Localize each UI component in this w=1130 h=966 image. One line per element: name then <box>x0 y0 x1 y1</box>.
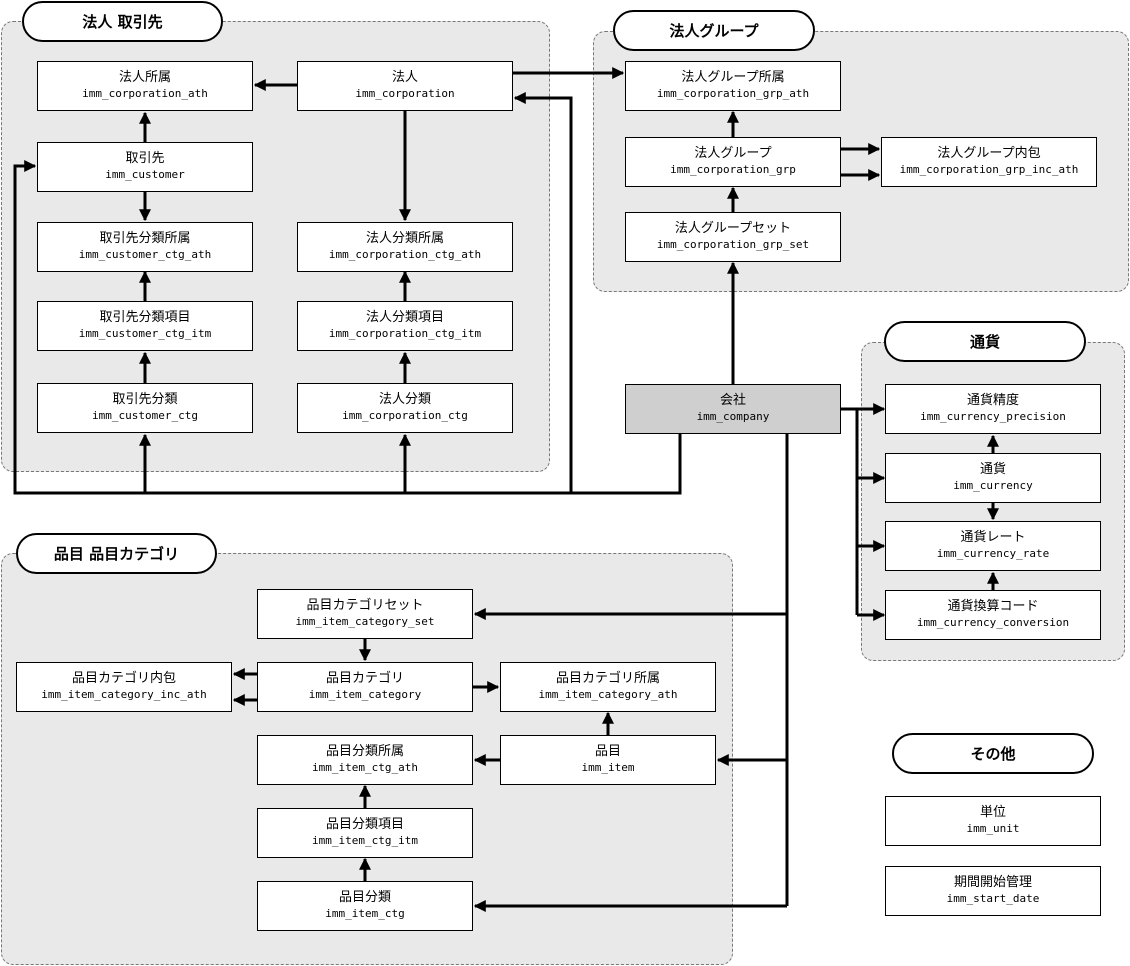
group-title-currency: 通貨 <box>884 321 1086 362</box>
node-table-name: imm_customer_ctg_itm <box>78 327 212 340</box>
node-jp-label: 品目カテゴリセット <box>306 598 424 613</box>
node-unit[interactable]: 単位 imm_unit <box>885 796 1101 846</box>
node-company[interactable]: 会社 imm_company <box>625 384 841 434</box>
node-start-date[interactable]: 期間開始管理 imm_start_date <box>885 866 1101 916</box>
node-table-name: imm_item_ctg_itm <box>312 834 418 847</box>
node-jp-label: 通貨レート <box>960 530 1026 545</box>
node-customer-ctg-ath[interactable]: 取引先分類所属 imm_customer_ctg_ath <box>37 222 253 272</box>
node-jp-label: 品目カテゴリ所属 <box>555 671 660 686</box>
node-jp-label: 品目分類項目 <box>325 817 404 832</box>
group-title-item: 品目 品目カテゴリ <box>16 533 217 574</box>
node-corporation-ath[interactable]: 法人所属 imm_corporation_ath <box>37 61 253 111</box>
node-item[interactable]: 品目 imm_item <box>500 735 716 785</box>
node-jp-label: 法人分類 <box>378 392 431 407</box>
node-currency-rate[interactable]: 通貨レート imm_currency_rate <box>885 521 1101 571</box>
node-corporation-grp-inc-ath[interactable]: 法人グループ内包 imm_corporation_grp_inc_ath <box>881 137 1097 187</box>
node-jp-label: 法人所属 <box>118 70 171 85</box>
node-corporation-grp[interactable]: 法人グループ imm_corporation_grp <box>625 137 841 187</box>
node-jp-label: 法人グループ所属 <box>681 70 785 85</box>
edge-company-bus <box>13 160 682 495</box>
node-table-name: imm_currency <box>953 479 1033 492</box>
node-jp-label: 品目カテゴリ内包 <box>71 671 176 686</box>
node-table-name: imm_item_category_ath <box>538 688 678 701</box>
node-table-name: imm_corporation_grp_set <box>656 238 810 251</box>
node-jp-label: 品目カテゴリ <box>325 671 404 686</box>
node-jp-label: 単位 <box>979 805 1006 820</box>
node-jp-label: 取引先分類所属 <box>99 231 191 246</box>
node-customer-ctg[interactable]: 取引先分類 imm_customer_ctg <box>37 383 253 433</box>
node-table-name: imm_item_category <box>308 688 422 701</box>
node-jp-label: 通貨精度 <box>966 393 1019 408</box>
node-jp-label: 取引先分類項目 <box>99 310 191 325</box>
node-table-name: imm_currency_conversion <box>916 616 1070 629</box>
node-currency-conversion[interactable]: 通貨換算コード imm_currency_conversion <box>885 590 1101 640</box>
node-table-name: imm_company <box>696 410 770 423</box>
node-corporation-grp-ath[interactable]: 法人グループ所属 imm_corporation_grp_ath <box>625 61 841 111</box>
node-jp-label: 品目分類 <box>338 890 391 905</box>
node-item-category-set[interactable]: 品目カテゴリセット imm_item_category_set <box>257 589 473 639</box>
node-jp-label: 法人分類項目 <box>365 310 444 325</box>
node-jp-label: 法人グループ <box>694 146 772 161</box>
node-jp-label: 法人グループ内包 <box>937 146 1041 161</box>
node-table-name: imm_item_ctg_ath <box>312 761 418 774</box>
node-table-name: imm_corporation_ctg_itm <box>328 327 482 340</box>
node-table-name: imm_corporation_ctg <box>342 409 468 422</box>
node-table-name: imm_corporation <box>355 87 455 100</box>
node-jp-label: 品目分類所属 <box>325 744 404 759</box>
node-table-name: imm_start_date <box>946 892 1040 905</box>
node-currency-precision[interactable]: 通貨精度 imm_currency_precision <box>885 384 1101 434</box>
node-item-category[interactable]: 品目カテゴリ imm_item_category <box>257 662 473 712</box>
group-title-corp-group: 法人グループ <box>613 10 815 51</box>
node-table-name: imm_item <box>581 761 635 774</box>
node-customer-ctg-itm[interactable]: 取引先分類項目 imm_customer_ctg_itm <box>37 301 253 351</box>
node-item-ctg-ath[interactable]: 品目分類所属 imm_item_ctg_ath <box>257 735 473 785</box>
node-table-name: imm_item_category_set <box>295 615 435 628</box>
node-item-category-inc-ath[interactable]: 品目カテゴリ内包 imm_item_category_inc_ath <box>16 662 232 712</box>
node-table-name: imm_corporation_ctg_ath <box>328 248 482 261</box>
node-table-name: imm_corporation_grp_ath <box>656 87 810 100</box>
node-table-name: imm_item_category_inc_ath <box>41 688 207 701</box>
node-jp-label: 通貨換算コード <box>947 599 1039 614</box>
node-customer[interactable]: 取引先 imm_customer <box>37 142 253 192</box>
node-currency[interactable]: 通貨 imm_currency <box>885 453 1101 503</box>
node-table-name: imm_corporation_ath <box>82 87 208 100</box>
node-table-name: imm_customer <box>105 168 185 181</box>
node-jp-label: 法人分類所属 <box>365 231 444 246</box>
node-table-name: imm_customer_ctg <box>92 409 198 422</box>
node-table-name: imm_corporation_grp_inc_ath <box>899 163 1079 176</box>
node-corporation-ctg[interactable]: 法人分類 imm_corporation_ctg <box>297 383 513 433</box>
node-item-ctg[interactable]: 品目分類 imm_item_ctg <box>257 881 473 931</box>
node-corporation-grp-set[interactable]: 法人グループセット imm_corporation_grp_set <box>625 212 841 262</box>
node-item-category-ath[interactable]: 品目カテゴリ所属 imm_item_category_ath <box>500 662 716 712</box>
node-table-name: imm_item_ctg <box>325 907 405 920</box>
node-table-name: imm_currency_precision <box>920 410 1066 423</box>
node-jp-label: 法人 <box>391 70 418 85</box>
edge-bus-to-corp <box>513 92 573 493</box>
node-jp-label: 会社 <box>719 393 746 408</box>
group-title-corp-customer: 法人 取引先 <box>22 1 223 42</box>
node-table-name: imm_corporation_grp <box>670 163 796 176</box>
group-title-other: その他 <box>892 733 1094 774</box>
node-item-ctg-itm[interactable]: 品目分類項目 imm_item_ctg_itm <box>257 808 473 858</box>
node-corporation-ctg-ath[interactable]: 法人分類所属 imm_corporation_ctg_ath <box>297 222 513 272</box>
node-table-name: imm_customer_ctg_ath <box>78 248 212 261</box>
node-jp-label: 取引先 <box>125 151 165 166</box>
node-jp-label: 取引先分類 <box>112 392 178 407</box>
node-jp-label: 期間開始管理 <box>953 875 1032 890</box>
node-jp-label: 品目 <box>594 744 621 759</box>
node-table-name: imm_unit <box>966 822 1020 835</box>
node-jp-label: 通貨 <box>979 462 1006 477</box>
node-corporation[interactable]: 法人 imm_corporation <box>297 61 513 111</box>
node-corporation-ctg-itm[interactable]: 法人分類項目 imm_corporation_ctg_itm <box>297 301 513 351</box>
node-table-name: imm_currency_rate <box>936 547 1050 560</box>
node-jp-label: 法人グループセット <box>674 221 792 236</box>
